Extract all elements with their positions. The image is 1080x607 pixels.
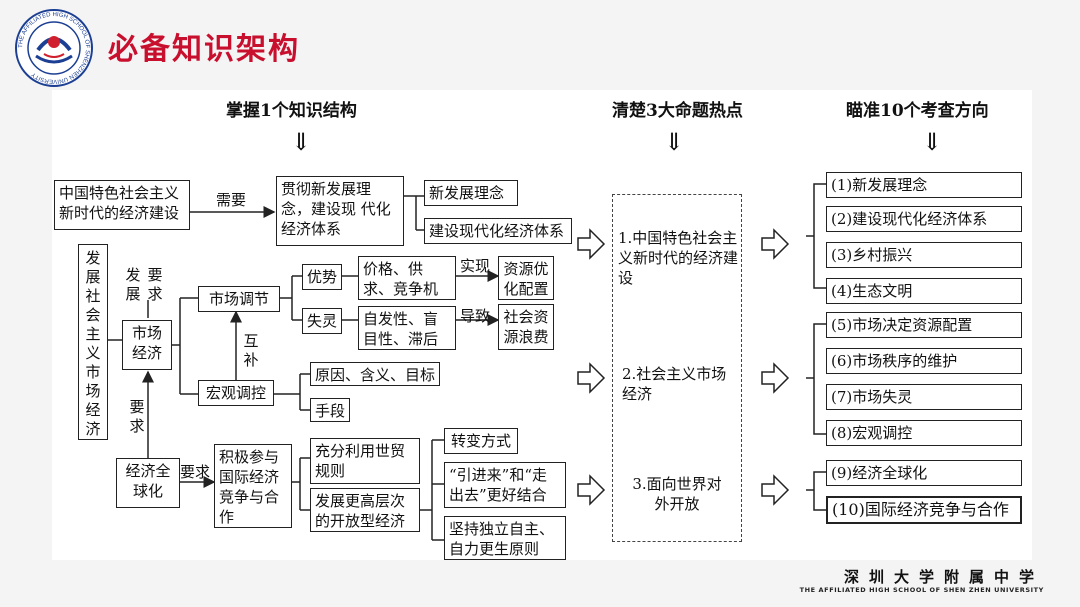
direction-3: (3)乡村振兴 [826, 242, 1022, 268]
hotspot-1: 1.中国特色社会主义新时代的经济建设 [618, 229, 739, 287]
market-economy-box: 市场经济 [122, 320, 172, 370]
transform-box: 转变方式 [444, 428, 518, 454]
new-idea-box: 新发展理念 [424, 180, 518, 206]
macro-means-box: 手段 [310, 398, 350, 422]
direction-7: (7)市场失灵 [826, 384, 1022, 410]
hotspot-2: 2.社会主义市场经济 [622, 365, 727, 403]
down-arrow-icon: ⇓ [291, 128, 312, 156]
vertical-main-text: 发展社会主义市场经济 [85, 249, 101, 438]
slide-title: 必备知识架构 [108, 32, 300, 67]
down-arrow-icon: ⇓ [922, 128, 943, 156]
label-require-1: 要求 [147, 266, 163, 303]
direction-10: (10)国际经济竞争与合作 [826, 496, 1022, 524]
label-realize: 实现 [460, 257, 491, 275]
macro-reason-box: 原因、含义、目标 [310, 362, 440, 386]
waste-box: 社会资源浪费 [498, 304, 554, 350]
direction-9: (9)经济全球化 [826, 460, 1022, 486]
hotspots-box [612, 194, 742, 542]
label-complement: 互补 [243, 332, 259, 369]
direction-6: (6)市场秩序的维护 [826, 348, 1022, 374]
open-type-box: 发展更高层次的开放型经济 [310, 488, 420, 532]
market-regulation-box: 市场调节 [198, 286, 280, 312]
header-directions: 瞄准10个考查方向 [846, 101, 989, 121]
footer-school-name-en: THE AFFILIATED HIGH SCHOOL OF SHEN ZHEN … [799, 586, 1044, 594]
modern-system-box: 建设现代化经济体系 [424, 218, 572, 244]
header-knowledge-structure: 掌握1个知识结构 [226, 101, 357, 121]
implement-box: 贯彻新发展理念，建设现 代化经济体系 [276, 176, 404, 246]
hotspot-3: 3.面向世界对外开放 [632, 475, 722, 513]
failure-detail-box: 自发性、盲目性、滞后性 [358, 306, 456, 350]
resource-opt-box: 资源优化配置 [498, 256, 554, 300]
label-require-3: 要求 [180, 463, 211, 481]
direction-1: (1)新发展理念 [826, 172, 1022, 198]
failure-box: 失灵 [302, 308, 342, 334]
bring-in-box: “引进来”和“走出去”更好结合 [444, 462, 566, 508]
direction-2: (2)建设现代化经济体系 [826, 206, 1022, 232]
participate-box: 积极参与国际经济竞争与合作 [214, 444, 292, 528]
label-need: 需要 [216, 191, 247, 209]
label-lead-to: 导致 [460, 307, 491, 325]
macro-box: 宏观调控 [198, 380, 274, 406]
root-box: 中国特色社会主义新时代的经济建设 [54, 180, 190, 230]
footer-school-name: 深圳大学附属中学 [843, 568, 1044, 586]
down-arrow-icon: ⇓ [664, 128, 685, 156]
direction-4: (4)生态文明 [826, 278, 1022, 304]
advantage-box: 优势 [302, 264, 342, 290]
header-hotspots: 清楚3大命题热点 [612, 101, 743, 121]
label-require-2: 要求 [129, 398, 145, 435]
independent-box: 坚持独立自主、自力更生原则 [444, 516, 566, 560]
advantage-detail-box: 价格、供求、竞争机制 [358, 256, 456, 300]
full-use-box: 充分利用世贸规则 [310, 438, 420, 484]
globalization-box: 经济全球化 [116, 458, 180, 508]
direction-8: (8)宏观调控 [826, 420, 1022, 446]
vertical-main-box: 发展社会主义市场经济 [78, 244, 108, 440]
direction-5: (5)市场决定资源配置 [826, 312, 1022, 338]
school-logo: THE AFFILIATED HIGH SCHOOL OF SHENZHEN U… [15, 9, 93, 87]
label-develop: 发展 [125, 266, 141, 303]
